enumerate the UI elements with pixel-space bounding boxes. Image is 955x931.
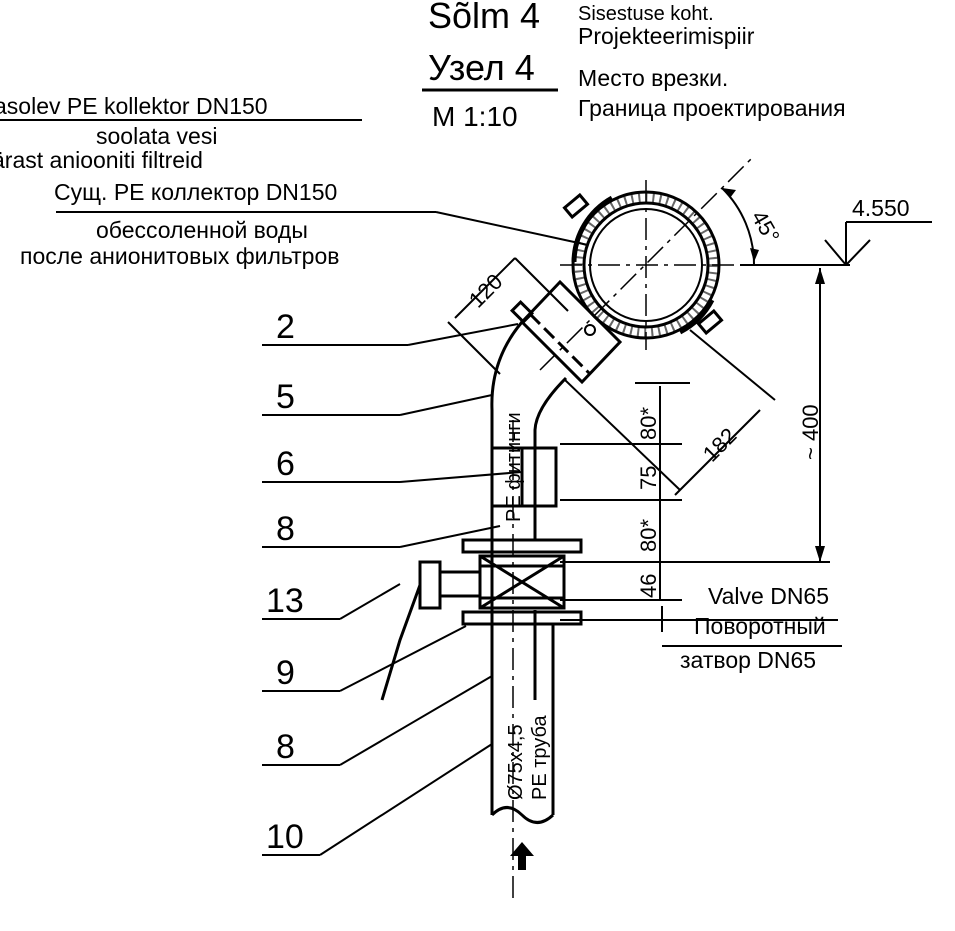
- flow-arrow-icon: [510, 842, 534, 870]
- dim-182: [564, 329, 776, 496]
- dim-stack: [560, 382, 690, 601]
- title-ru: Узел 4: [428, 47, 535, 88]
- collector-ru-3: после анионитовых фильтров: [20, 243, 339, 269]
- note-ru-1: Место врезки.: [578, 65, 728, 91]
- dim-120-label: 120: [464, 269, 508, 313]
- dim-120: [447, 257, 569, 375]
- pipe-size-label: Ø75x4,5: [505, 724, 527, 800]
- angle-arc: [721, 187, 756, 266]
- valve-ru-1: Поворотный: [694, 613, 826, 639]
- angle-arrow-1: [722, 188, 736, 198]
- collector-ru-1: Сущ. PE коллектор DN150: [54, 179, 337, 205]
- scale-label: M 1:10: [432, 101, 518, 132]
- level-label: 4.550: [852, 195, 910, 221]
- callout-8-upper: 8: [276, 510, 295, 548]
- callout-9: 9: [276, 654, 295, 692]
- callout-13: 13: [266, 582, 304, 620]
- collector-et-2: soolata vesi: [96, 123, 217, 149]
- callout-8-lower: 8: [276, 728, 295, 766]
- dim-400-label: ~ 400: [798, 404, 823, 460]
- fittings-label: PE фитинги: [503, 412, 525, 522]
- note-et-2: Projekteerimispiir: [578, 23, 755, 49]
- dim-182-label: 182: [698, 423, 742, 467]
- collector-ru-2: обессоленной воды: [96, 217, 308, 243]
- title-et: Sõlm 4: [428, 0, 540, 36]
- dim-46-label: 46: [636, 574, 661, 598]
- callout-6: 6: [276, 445, 295, 483]
- lower-pipe: [490, 624, 555, 824]
- dim-80a-label: 80*: [636, 407, 661, 440]
- valve-ru-2: затвор DN65: [680, 647, 816, 673]
- note-et-1: Sisestuse koht.: [578, 3, 714, 25]
- dim-75-label: 75: [636, 466, 661, 490]
- callout-5: 5: [276, 378, 295, 416]
- valve-leader: [560, 606, 842, 647]
- level-mark: [740, 221, 932, 266]
- callout-10: 10: [266, 818, 304, 856]
- collector-et-3: ärast aniooniti filtreid: [0, 147, 203, 173]
- pipe-type-label: PE труба: [529, 714, 551, 800]
- dim-400: [560, 268, 830, 563]
- angle-arrow-2: [750, 248, 759, 262]
- note-ru-2: Граница проектирования: [578, 95, 846, 121]
- collector-leader-diag: [435, 211, 589, 246]
- callout-leaders: [262, 323, 523, 856]
- valve-en: Valve DN65: [708, 583, 829, 609]
- collector-et-1: asolev PE kollektor DN150: [0, 93, 268, 119]
- collector-centerlines: [539, 157, 753, 371]
- dim-80b-label: 80*: [636, 519, 661, 552]
- valve-body: [380, 538, 583, 701]
- callout-2: 2: [276, 308, 295, 346]
